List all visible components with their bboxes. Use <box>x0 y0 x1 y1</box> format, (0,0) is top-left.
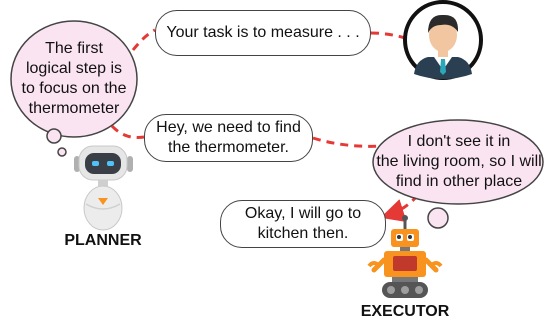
executor-thought-text: I don't see it in the living room, so I … <box>376 131 542 193</box>
planner-message-line: Hey, we need to find <box>156 119 301 136</box>
planner-to-executor-message: Hey, we need to find the thermometer. <box>144 114 313 162</box>
planner-robot-icon <box>74 145 133 231</box>
connector-planner-thought-to-user-message <box>131 28 156 51</box>
connector-planner-thought-to-planner-message <box>110 124 145 139</box>
connector-planner-message-to-executor-thought <box>312 136 384 148</box>
connector-user-message-to-user <box>370 31 406 40</box>
planner-thought-line: thermometer <box>28 100 120 117</box>
user-avatar-icon <box>403 0 483 80</box>
executor-robot-icon <box>367 215 443 298</box>
planner-thought-line: The first <box>45 40 103 57</box>
planner-label: PLANNER <box>64 232 142 249</box>
planner-thought-line: logical step is <box>25 60 123 77</box>
user-task-text: Your task is to measure . . . <box>166 24 360 41</box>
executor-thought-line: I don't see it in <box>407 133 511 150</box>
executor-reply-line: kitchen then. <box>257 225 349 242</box>
executor-thought-cloud <box>372 119 544 229</box>
executor-label: EXECUTOR <box>360 303 450 320</box>
executor-thought-line: find in other place <box>395 173 523 190</box>
executor-reply-message: Okay, I will go to kitchen then. <box>220 200 386 248</box>
executor-thought-line: the living room, so I will <box>376 153 542 170</box>
user-task-message: Your task is to measure . . . <box>155 10 371 56</box>
planner-message-line: the thermometer. <box>168 139 289 156</box>
planner-thought-cloud <box>10 20 138 157</box>
planner-thought-line: to focus on the <box>21 80 127 97</box>
executor-reply-line: Okay, I will go to <box>244 205 362 222</box>
planner-thought-text: The first logical step is to focus on th… <box>16 38 132 120</box>
